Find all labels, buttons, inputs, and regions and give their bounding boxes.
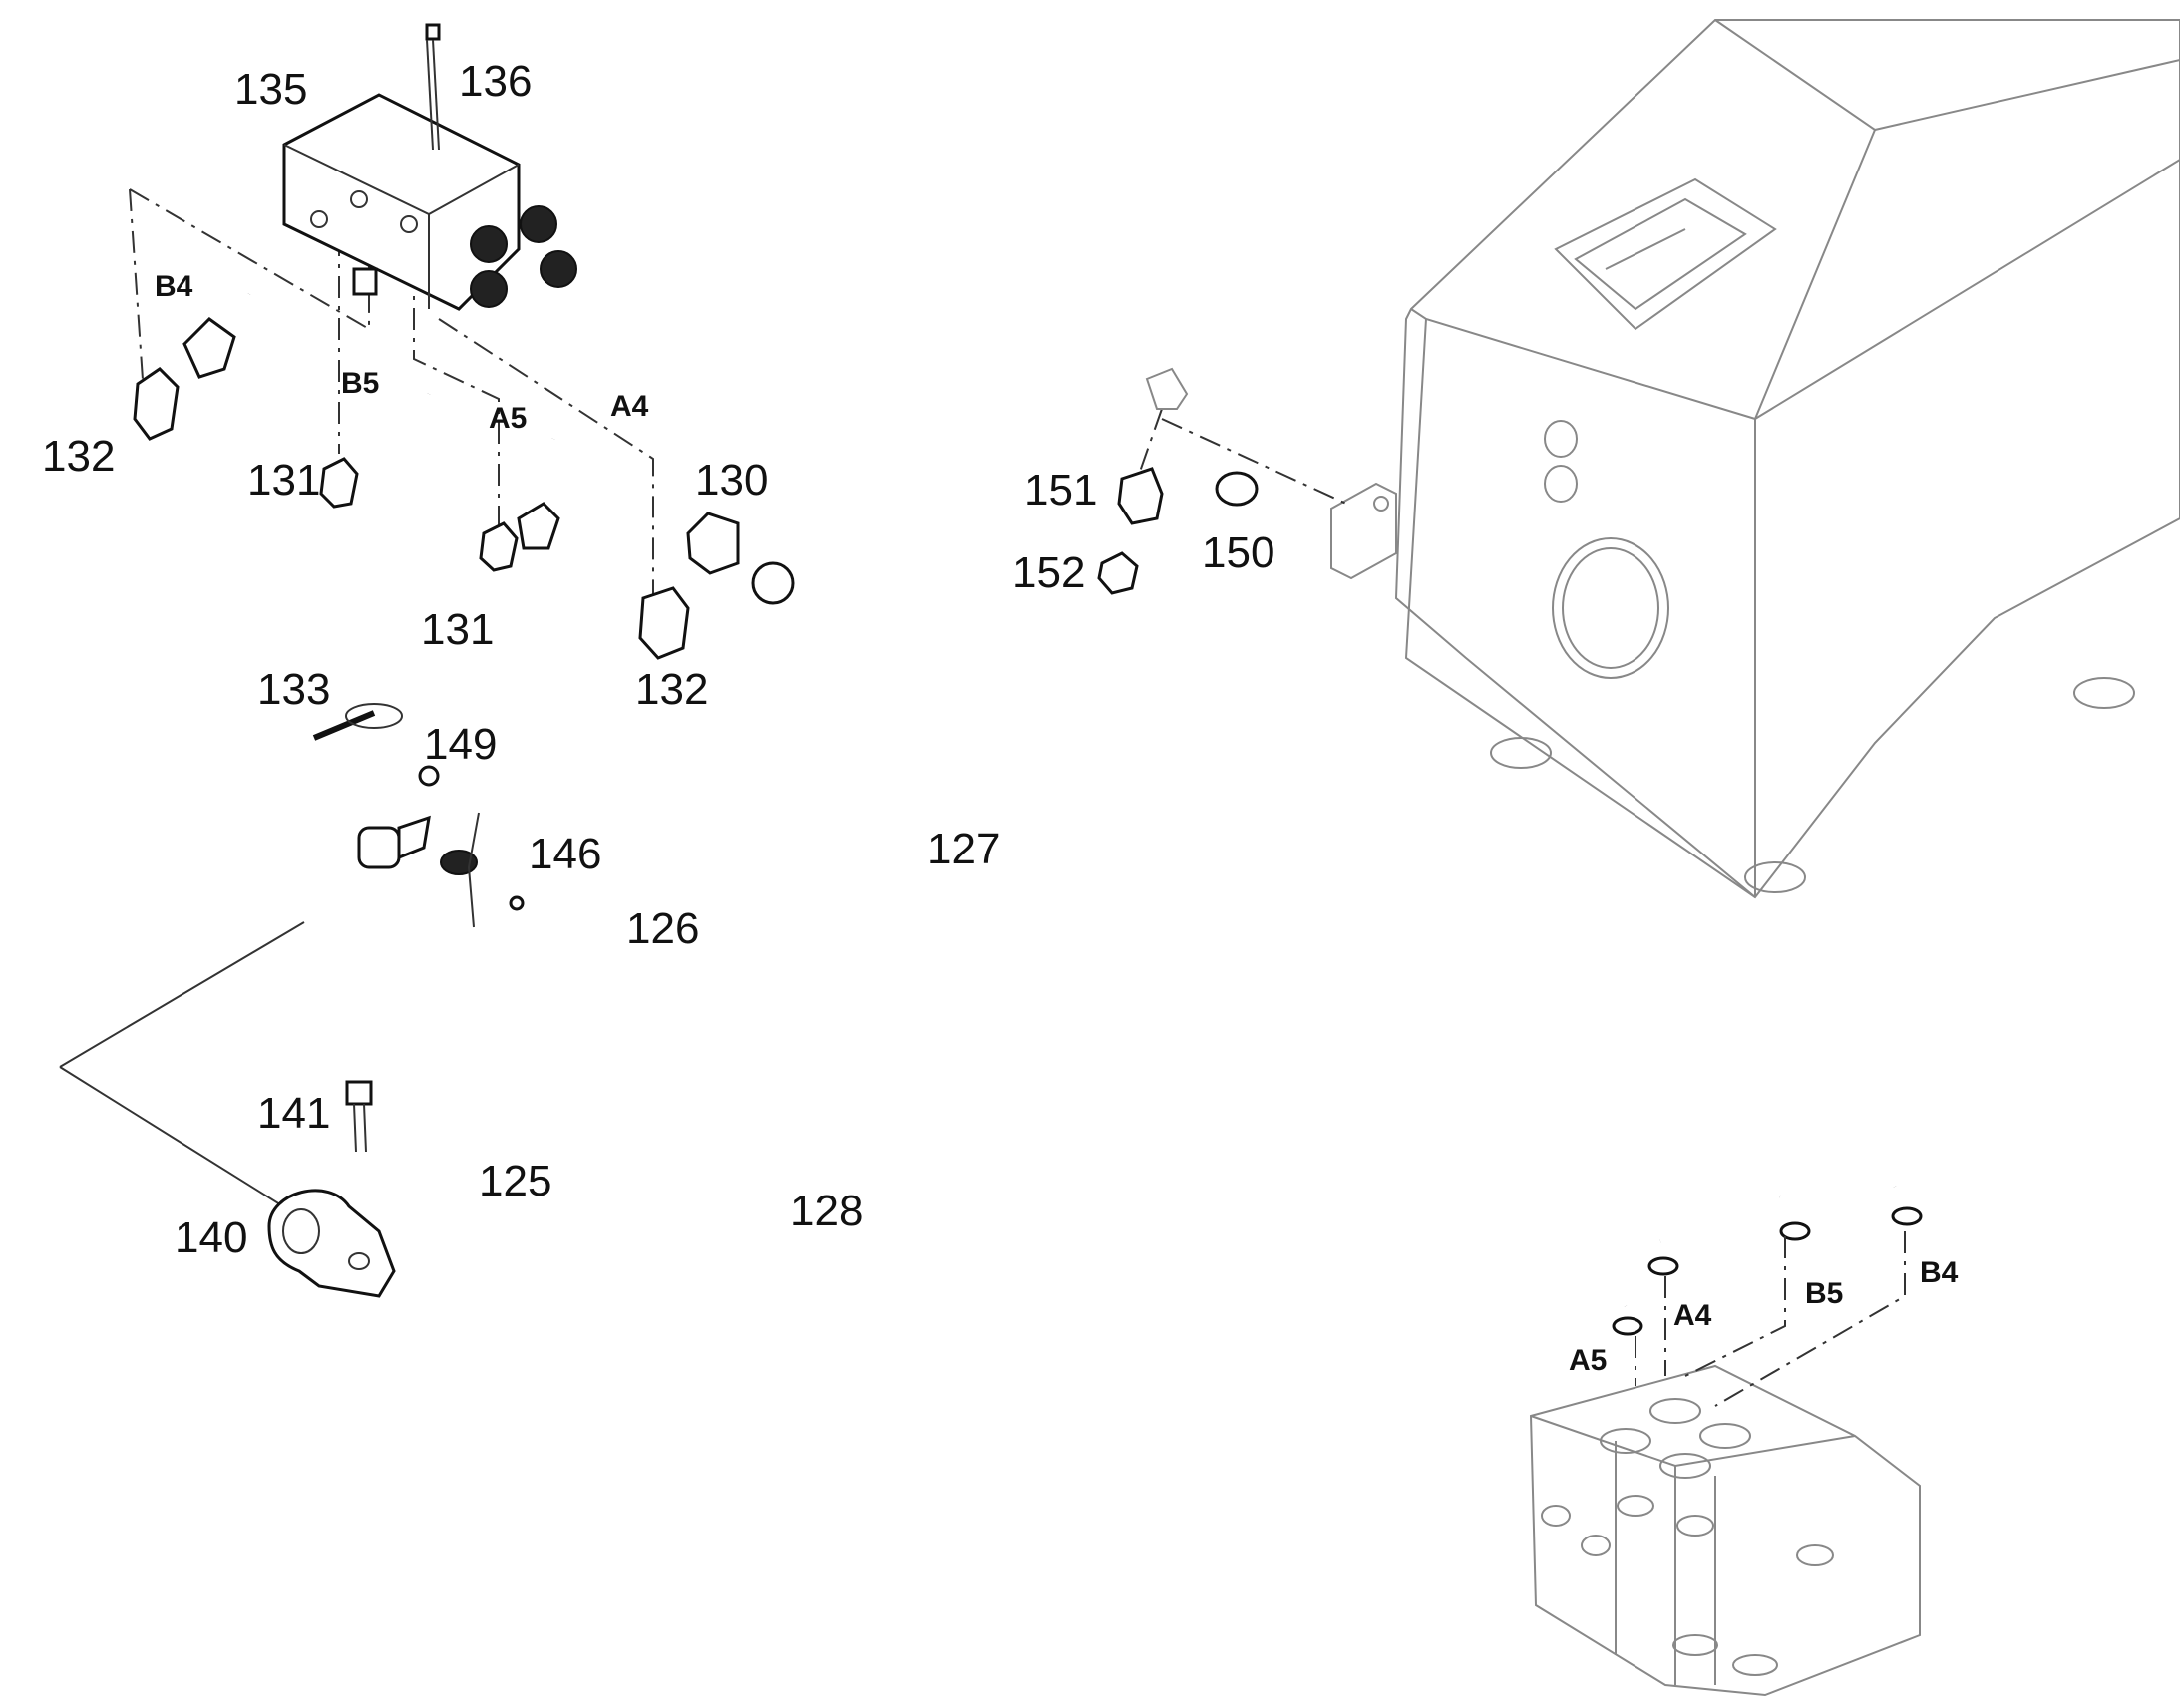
part-label-128: 128 (790, 1187, 864, 1235)
assembly-lines (129, 188, 1906, 1407)
part-label-130: 130 (695, 456, 769, 505)
fittings-group (133, 317, 1259, 660)
part-label-133: 133 (257, 665, 331, 714)
part-label-132-right: 132 (635, 665, 709, 714)
part-label-132-left: 132 (42, 432, 116, 481)
fitting-icon (1612, 1206, 1923, 1336)
part-label-136: 136 (459, 57, 533, 106)
part-label-131-lower: 131 (421, 605, 495, 654)
part-label-126: 126 (626, 904, 700, 953)
part-label-149: 149 (424, 720, 498, 769)
part-label-131-upper: 131 (247, 456, 321, 505)
bolt-icon (425, 23, 441, 151)
control-valve-icon (1529, 1364, 1921, 1697)
port-label-a4-bottom: A4 (1673, 1299, 1712, 1332)
port-label-b5-bottom: B5 (1805, 1277, 1844, 1310)
part-label-127: 127 (927, 825, 1001, 873)
clamp-icon (357, 765, 525, 928)
valve-block-icon (282, 93, 577, 311)
part-label-125: 125 (479, 1157, 552, 1205)
part-label-146: 146 (529, 830, 602, 878)
port-label-b4-top: B4 (155, 270, 193, 303)
leader-lines (59, 921, 305, 1217)
port-label-a5-top: A5 (489, 402, 528, 435)
hose-128 (369, 391, 1785, 1205)
part-label-141: 141 (257, 1089, 331, 1138)
hose-126 (709, 590, 1635, 1310)
clamp-140-icon (267, 1080, 396, 1298)
cable-tie-icon (312, 703, 403, 741)
part-label-151: 151 (1024, 466, 1098, 514)
port-label-a4-top: A4 (610, 390, 649, 423)
hose-125 (178, 290, 1904, 1192)
part-label-152: 152 (1012, 548, 1086, 597)
hose-127 (532, 437, 1662, 1252)
port-label-b4-bottom: B4 (1920, 1256, 1959, 1289)
port-label-b5-top: B5 (341, 367, 380, 400)
port-label-a5-bottom: A5 (1569, 1344, 1608, 1377)
part-label-135: 135 (234, 65, 308, 114)
tank-icon (1330, 19, 2180, 899)
part-label-150: 150 (1202, 528, 1275, 577)
part-label-140: 140 (175, 1213, 248, 1262)
